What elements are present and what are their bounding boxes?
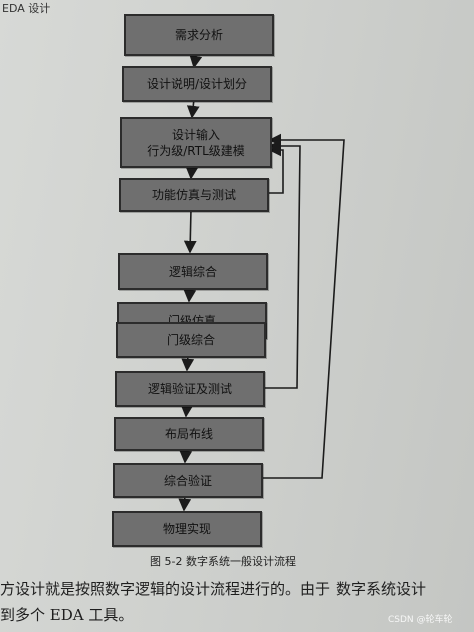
step-label: 物理实现	[162, 522, 211, 536]
arrow-5	[183, 287, 197, 303]
step-integrated-verification: 综合验证	[113, 463, 263, 498]
page-header: EDA 设计	[0, 0, 51, 15]
step-place-and-route: 布局布线	[114, 417, 264, 451]
step-design-input: 设计输入 行为级/RTL级建模	[120, 117, 272, 168]
arrow-3	[185, 165, 199, 180]
header-title: EDA 设计	[2, 2, 51, 15]
step-gate-synthesis: 门级综合	[116, 322, 266, 358]
arrow-1	[189, 54, 203, 69]
body-line-1: 方设计就是按照数字逻辑的设计流程进行的。由于数字系统设计	[0, 578, 426, 599]
feedback-loop-2	[263, 139, 301, 389]
arrow-2	[186, 98, 200, 119]
feedback-loop-3	[262, 133, 345, 479]
step-requirement-analysis: 需求分析	[124, 14, 274, 56]
step-functional-simulation: 功能仿真与测试	[119, 178, 269, 212]
watermark: CSDN @轮车轮	[388, 612, 453, 625]
arrow-4	[183, 208, 197, 254]
step-design-spec: 设计说明/设计划分	[122, 66, 272, 102]
step-logic-synthesis: 逻辑综合	[118, 253, 268, 290]
step-label: 需求分析	[174, 28, 223, 42]
step-label: 设计输入	[171, 127, 220, 142]
step-label: 门级综合	[166, 333, 215, 347]
body-line-1-text: 方设计就是按照数字逻辑的设计流程进行的。由于	[0, 580, 331, 598]
figure-caption: 图 5-2 数字系统一般设计流程	[150, 553, 296, 569]
step-logic-verification: 逻辑验证及测试	[115, 371, 265, 407]
step-label: 逻辑验证及测试	[147, 382, 232, 396]
step-label: 设计说明/设计划分	[146, 77, 248, 91]
watermark-text: CSDN @轮车轮	[388, 615, 453, 625]
step-label: 逻辑综合	[168, 264, 217, 279]
body-line-2: 到多个 EDA 工具。	[0, 604, 133, 625]
body-line-2-text: 到多个 EDA 工具。	[0, 606, 134, 624]
step-label: 布局布线	[164, 427, 213, 441]
step-label: 综合验证	[163, 473, 212, 488]
step-label: 功能仿真与测试	[151, 188, 236, 202]
body-line-1-tail: 数字系统设计	[336, 580, 427, 598]
caption-text: 图 5-2 数字系统一般设计流程	[150, 555, 296, 568]
step-sublabel: 行为级/RTL级建模	[147, 143, 245, 158]
step-physical-implementation: 物理实现	[112, 511, 262, 547]
